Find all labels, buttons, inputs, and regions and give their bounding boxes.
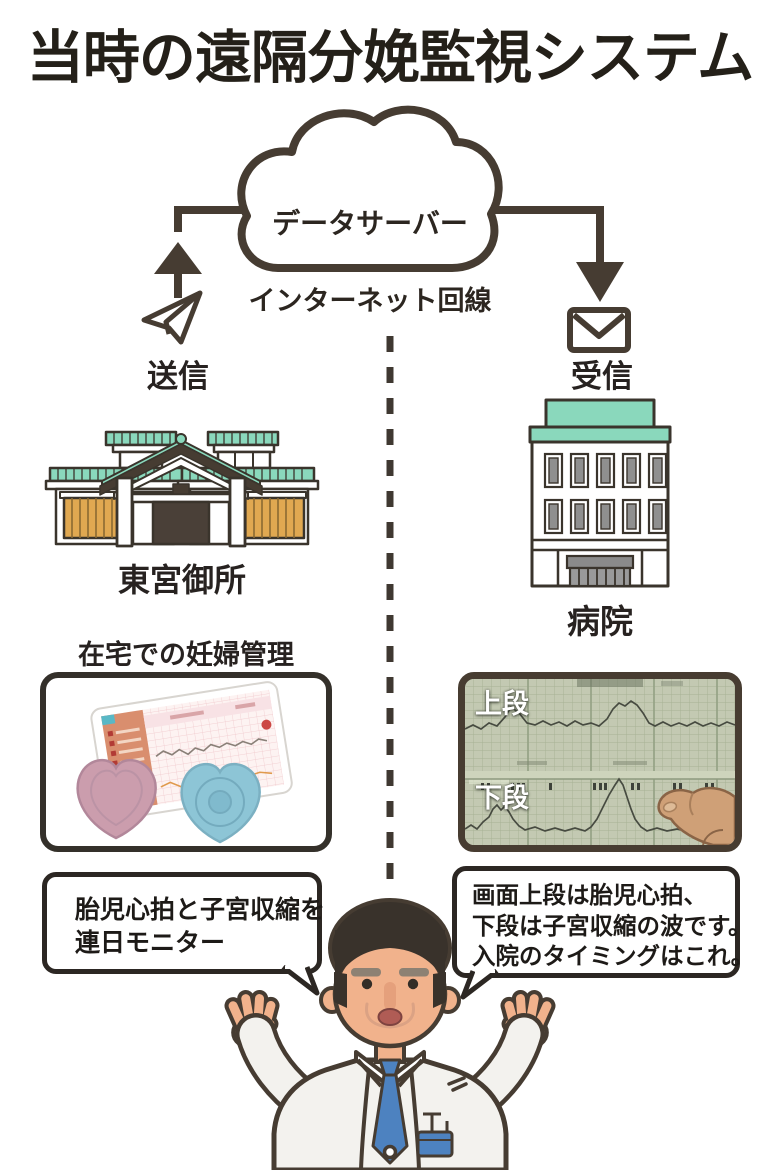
send-connector-line [174,206,252,232]
doctor-pocket [416,1112,454,1158]
envelope-icon [567,307,631,353]
pointing-finger [657,786,735,845]
speech-bubble-right-tail [460,969,499,1000]
speech-bubble-right: 画面上段は胎児心拍、 下段は子宮収縮の波です。 入院のタイミングはこれ。 [452,866,755,978]
doctor-head [319,898,461,1049]
hospital-label: 病院 [567,603,633,640]
photo-lower-row-label: 下段 [475,783,529,813]
bubble-left-line-2: 連日モニター [75,928,226,957]
doctor-illustration [200,898,580,1170]
bubble-right-line-2: 下段は子宮収縮の波です。 [472,912,752,939]
receive-connector-line [488,206,604,262]
send-label: 送信 [147,359,209,394]
blue-sensor-device [180,763,261,844]
paper-plane-icon [141,290,203,345]
bubble-left-line-1: 胎児心拍と子宮収縮を [75,896,326,924]
home-panel-title: 在宅での妊婦管理 [78,640,294,670]
coat-chest-mark [447,1076,468,1092]
internet-line-label: インターネット回線 [248,286,492,316]
bubble-right-line-1: 画面上段は胎児心拍、 [472,882,707,908]
bubble-right-line-3: 入院のタイミングはこれ。 [472,943,755,970]
pink-sensor-device [76,759,157,840]
receive-label: 受信 [571,359,633,394]
cloud-label: データサーバー [272,208,468,239]
photo-upper-row-label: 上段 [475,689,529,719]
hospital-illustration [528,398,672,588]
ctg-monitor-photo: 上段 下段 [458,672,742,852]
download-arrow-icon [576,262,624,302]
speech-bubble-left-tail [281,965,320,996]
coat-button [382,1144,398,1160]
page-title: 当時の遠隔分娩監視システム [26,26,754,90]
ctg-chart-image [465,679,735,845]
doctor-tie [371,1058,409,1165]
palace-label: 東宮御所 [117,562,246,598]
speech-bubble-left: 胎児心拍と子宮収縮を 連日モニター [42,872,326,974]
togu-palace-illustration [44,430,320,548]
cloud-icon [237,105,503,272]
home-monitoring-panel [40,672,332,852]
home-devices-illustration [76,681,293,844]
upload-arrow-icon [154,242,202,298]
